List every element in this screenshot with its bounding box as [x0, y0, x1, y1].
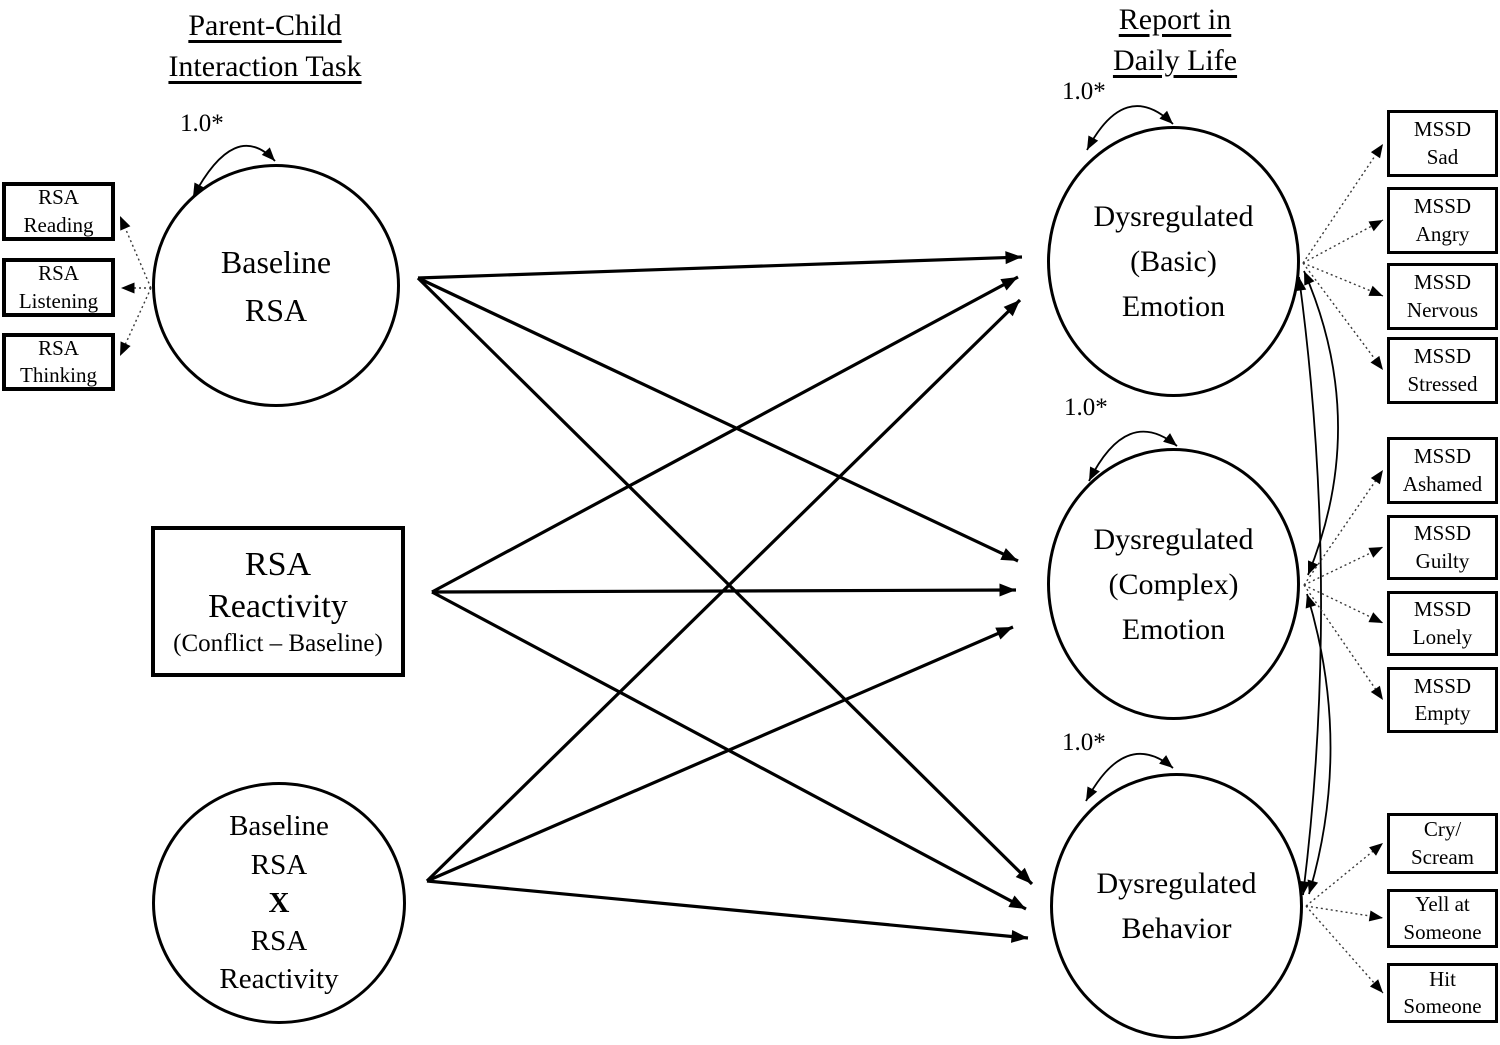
- indicator-mssd-nervous: MSSD Nervous: [1387, 263, 1498, 330]
- load-basic-stressed: [1302, 262, 1384, 371]
- load-baseline-reading: [119, 215, 152, 289]
- cov-basic-behavior: [1295, 276, 1322, 896]
- variance-label-complex-emotion: 1.0*: [1064, 394, 1108, 421]
- indicator-rsa-listening: RSA Listening: [2, 258, 115, 317]
- indicator-mssd-sad: MSSD Sad: [1387, 110, 1498, 177]
- path-reactivity-to-basic: [431, 275, 1019, 594]
- indicator-mssd-stressed-label: MSSD Stressed: [1407, 344, 1478, 396]
- latent-baseline-x-reactivity: Baseline RSA X RSA Reactivity: [152, 782, 406, 1024]
- cov-basic-complex: [1303, 270, 1339, 576]
- latent-dysregulated-behavior: Dysregulated Behavior: [1050, 773, 1303, 1039]
- interaction-line-2: RSA: [250, 848, 308, 881]
- indicator-mssd-guilty-label: MSSD Guilty: [1413, 521, 1472, 573]
- interaction-line-5: Reactivity: [219, 963, 339, 996]
- indicator-yell-at-someone-label: Yell at Someone: [1403, 892, 1482, 944]
- indicator-rsa-thinking-label: RSA Thinking: [20, 335, 97, 387]
- indicator-yell-at-someone: Yell at Someone: [1387, 889, 1498, 948]
- latent-rsa-reactivity: RSA Reactivity (Conflict – Baseline): [151, 526, 405, 677]
- path-interaction-to-complex: [426, 625, 1014, 883]
- load-behavior-hit: [1305, 905, 1384, 994]
- latent-baseline-rsa-label: Baseline RSA: [220, 243, 332, 328]
- latent-rsa-reactivity-sublabel: (Conflict – Baseline): [173, 629, 383, 657]
- latent-baseline-rsa: Baseline RSA: [152, 164, 400, 407]
- indicator-cry-scream-label: Cry/ Scream: [1411, 817, 1474, 869]
- interaction-line-1: Baseline: [229, 810, 329, 843]
- latent-behavior-label: Dysregulated Behavior: [1096, 867, 1257, 945]
- variance-label-baseline-rsa: 1.0*: [180, 110, 224, 137]
- latent-dysregulated-complex-emotion: Dysregulated (Complex) Emotion: [1047, 448, 1300, 720]
- indicator-mssd-empty: MSSD Empty: [1387, 667, 1498, 733]
- interaction-line-4: RSA: [250, 925, 308, 958]
- indicator-hit-someone-label: Hit Someone: [1403, 966, 1482, 1018]
- indicator-rsa-listening-label: RSA Listening: [18, 261, 99, 313]
- indicator-mssd-angry: MSSD Angry: [1387, 187, 1498, 254]
- latent-complex-emotion-label: Dysregulated (Complex) Emotion: [1093, 522, 1254, 646]
- load-behavior-yell: [1305, 905, 1384, 922]
- interaction-line-x: X: [268, 886, 290, 919]
- loop-complex-emotion: [1088, 430, 1178, 482]
- path-baseline-to-complex: [417, 276, 1019, 563]
- path-interaction-to-basic: [425, 298, 1022, 883]
- latent-rsa-reactivity-label: RSA Reactivity: [208, 546, 348, 625]
- indicator-mssd-guilty: MSSD Guilty: [1387, 515, 1498, 580]
- indicator-rsa-reading-label: RSA Reading: [23, 185, 94, 237]
- loop-basic-emotion: [1086, 105, 1174, 151]
- header-report-in-daily-life: Report in Daily Life: [1112, 3, 1238, 77]
- path-interaction-to-behavior: [426, 879, 1029, 943]
- variance-label-behavior: 1.0*: [1062, 729, 1106, 756]
- indicator-mssd-angry-label: MSSD Angry: [1413, 194, 1472, 246]
- path-baseline-to-basic: [417, 251, 1023, 280]
- covariance-curves: [1295, 270, 1339, 896]
- loop-behavior: [1085, 752, 1174, 802]
- cov-complex-behavior: [1305, 593, 1332, 895]
- load-baseline-thinking: [119, 287, 152, 357]
- indicator-rsa-thinking: RSA Thinking: [2, 333, 115, 391]
- header-parent-child-interaction-task: Parent-Child Interaction Task: [168, 9, 362, 83]
- indicator-mssd-lonely-label: MSSD Lonely: [1412, 597, 1473, 649]
- variance-label-basic-emotion: 1.0*: [1062, 78, 1106, 105]
- load-basic-angry: [1302, 219, 1384, 264]
- indicator-mssd-ashamed-label: MSSD Ashamed: [1402, 444, 1483, 496]
- load-complex-empty: [1303, 584, 1384, 701]
- structural-paths: [416, 251, 1034, 943]
- indicator-hit-someone: Hit Someone: [1387, 963, 1498, 1023]
- latent-basic-emotion-label: Dysregulated (Basic) Emotion: [1093, 200, 1254, 323]
- indicator-cry-scream: Cry/ Scream: [1387, 813, 1498, 874]
- load-complex-lonely: [1303, 584, 1384, 624]
- indicator-mssd-empty-label: MSSD Empty: [1413, 673, 1472, 725]
- latent-dysregulated-basic-emotion: Dysregulated (Basic) Emotion: [1047, 126, 1300, 397]
- load-complex-ashamed: [1303, 469, 1384, 586]
- factor-loadings: [119, 143, 1384, 994]
- indicator-mssd-sad-label: MSSD Sad: [1413, 117, 1472, 169]
- loop-baseline-rsa: [192, 144, 276, 198]
- indicator-mssd-nervous-label: MSSD Nervous: [1406, 270, 1479, 322]
- load-basic-sad: [1302, 143, 1384, 264]
- indicator-mssd-lonely: MSSD Lonely: [1387, 591, 1498, 656]
- path-baseline-to-behavior: [416, 276, 1034, 886]
- indicator-rsa-reading: RSA Reading: [2, 182, 115, 241]
- indicator-mssd-ashamed: MSSD Ashamed: [1387, 437, 1498, 504]
- load-behavior-cry: [1305, 842, 1384, 907]
- indicator-mssd-stressed: MSSD Stressed: [1387, 337, 1498, 404]
- variance-loops: [192, 105, 1178, 802]
